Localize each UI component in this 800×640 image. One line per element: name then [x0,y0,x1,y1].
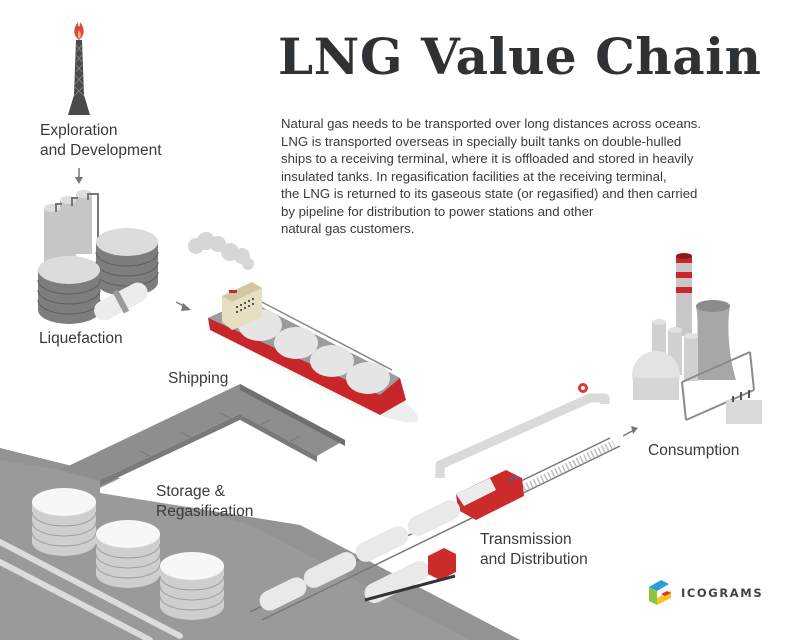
label-line: Storage & [156,483,225,500]
liquefaction-plant-icon [37,190,159,324]
storage-tanks-icon [31,488,225,620]
label-line: Liquefaction [39,330,123,347]
pipeline-icon [435,383,610,478]
arrow-right-icon [175,301,191,311]
power-plant-icon [632,253,762,424]
description-line: by pipeline for distribution to power st… [281,203,594,219]
description-line: LNG is transported overseas in specially… [281,133,682,149]
stage-label-exploration: Exploration and Development [40,121,162,161]
icograms-logo-icon [649,580,671,605]
stage-label-transmission: Transmission and Distribution [480,530,588,570]
description-line: insulated tanks. In regasification facil… [281,168,667,184]
lng-truck-icon [364,548,456,603]
label-line: Transmission [480,531,572,548]
stage-label-storage: Storage & Regasification [156,482,253,522]
lng-train-icon [259,470,524,611]
label-line: Regasification [156,503,254,520]
logo-text: ICOGRAMS [681,586,764,600]
description-line: the LNG is returned to its gaseous state… [281,186,698,201]
arrow-up-right-icon [622,426,638,437]
lng-carrier-ship-icon [208,282,419,423]
ground-pipes [0,539,183,640]
description-paragraph: Natural gas needs to be transported over… [281,115,751,238]
description-line: Natural gas needs to be transported over… [281,116,702,131]
label-line: Consumption [648,442,740,459]
smoke-cloud-icon [188,232,254,270]
stage-label-consumption: Consumption [648,441,739,461]
stage-label-shipping: Shipping [168,369,228,389]
oil-derrick-icon [68,22,90,115]
label-line: Shipping [168,370,229,387]
page-title: LNG Value Chain [278,27,762,86]
label-line: and Development [40,142,162,159]
stage-label-liquefaction: Liquefaction [39,329,123,349]
description-line: natural gas customers. [281,221,415,236]
description-line: ships to a receiving terminal, where it … [281,151,694,166]
label-line: Exploration [40,122,118,139]
arrow-down-icon [75,168,83,184]
label-line: and Distribution [480,551,588,568]
icograms-logo: ICOGRAMS [647,578,763,608]
